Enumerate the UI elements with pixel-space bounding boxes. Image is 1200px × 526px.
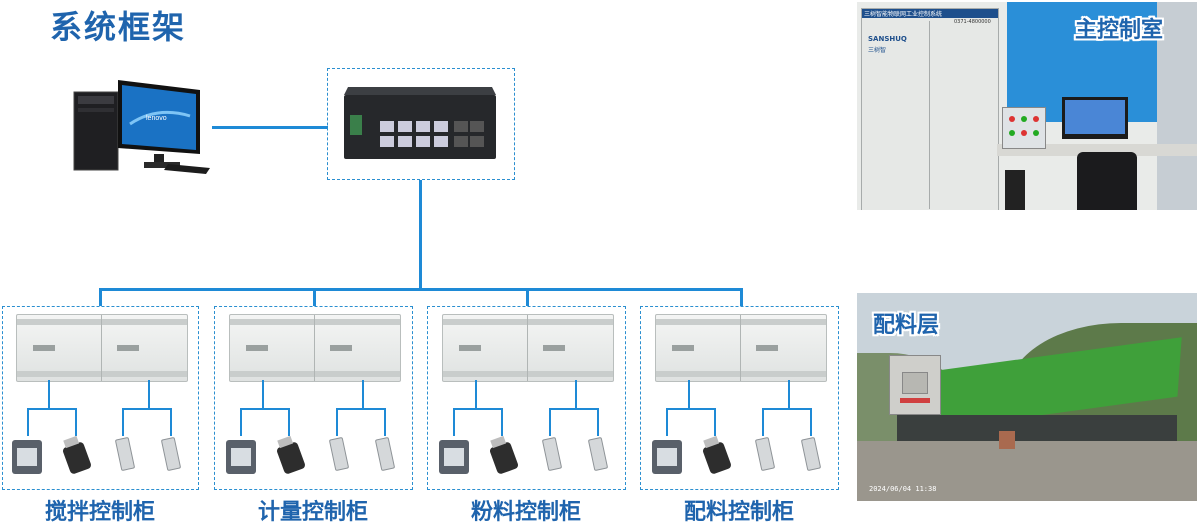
branch-b2 (384, 408, 386, 436)
contactor-icon (226, 440, 256, 474)
control-room-label: 主控制室 (1075, 18, 1164, 43)
link-pc-switch (212, 126, 328, 129)
cabinet-box-batching (640, 306, 839, 490)
pc-tower-photo (1005, 170, 1025, 210)
branch-a (27, 408, 77, 410)
weigh-box (999, 431, 1015, 449)
cabinet-label: 配料控制柜 (683, 500, 794, 525)
branch-b (336, 408, 386, 410)
monitor (1062, 97, 1128, 139)
pc-workstation: lenovo (72, 76, 212, 176)
cabinet-banner-bar (862, 9, 998, 18)
batching-layer-label: 配料层 (873, 313, 940, 338)
branch-b2 (170, 408, 172, 436)
plc-module (229, 314, 401, 382)
operator-panel (1002, 107, 1046, 149)
conveyor-frame (897, 415, 1177, 441)
switch-box (327, 68, 515, 180)
plc-link-a (475, 380, 477, 410)
plc-link-b (148, 380, 150, 410)
contactor-icon (12, 440, 42, 474)
batching-plant-photo: 2024/06/04 11:38 配料层 (857, 293, 1197, 501)
branch-b (549, 408, 599, 410)
plc-link-a (262, 380, 264, 410)
branch-b1 (336, 408, 338, 436)
branch-b2 (597, 408, 599, 436)
cabinet-brand: SANSHUQ (868, 35, 907, 43)
branch-b1 (762, 408, 764, 436)
trunk-horizontal (99, 288, 743, 291)
branch-b1 (549, 408, 551, 436)
branch-a (240, 408, 290, 410)
branch-a1 (27, 408, 29, 436)
pc-tower (73, 91, 119, 171)
control-cabinet: 三树智能物联网工业控制系统 0371-4800000 SANSHUQ 三树智 (861, 8, 999, 210)
plc-module (442, 314, 614, 382)
network-switch (340, 85, 502, 165)
cabinet-label: 粉料控制柜 (470, 500, 581, 525)
branch-a2 (501, 408, 503, 436)
branch-a2 (288, 408, 290, 436)
cabinet-door-seam (929, 21, 930, 209)
branch-b (762, 408, 812, 410)
cabinet-label: 计量控制柜 (257, 500, 368, 525)
field-cabinet (889, 355, 941, 415)
ground (857, 441, 1197, 501)
drop-4 (740, 288, 743, 306)
branch-b1 (122, 408, 124, 436)
cabinet-phone-text: 0371-4800000 (954, 19, 991, 25)
plc-module (16, 314, 188, 382)
chair (1077, 152, 1137, 210)
cabinet-banner-text: 三树智能物联网工业控制系统 (864, 11, 943, 18)
window (1157, 2, 1197, 210)
pc-keyboard (164, 164, 210, 174)
branch-a1 (240, 408, 242, 436)
branch-a2 (75, 408, 77, 436)
plc-module (655, 314, 827, 382)
drop-1 (99, 288, 102, 306)
branch-a1 (666, 408, 668, 436)
pc-brand-text: lenovo (146, 115, 167, 122)
cabinet-box-mixing (2, 306, 199, 490)
plc-link-b (575, 380, 577, 410)
branch-b2 (810, 408, 812, 436)
photo-timestamp: 2024/06/04 11:38 (869, 485, 937, 493)
branch-a (666, 408, 716, 410)
cabinet-label: 搅拌控制柜 (44, 500, 155, 525)
plc-link-b (362, 380, 364, 410)
branch-b (122, 408, 172, 410)
drop-3 (526, 288, 529, 306)
ethernet-ports (380, 121, 448, 147)
cabinet-box-powder (427, 306, 626, 490)
plc-link-b (788, 380, 790, 410)
page-title: 系统框架 (50, 8, 187, 46)
branch-a (453, 408, 503, 410)
control-room-photo: 三树智能物联网工业控制系统 0371-4800000 SANSHUQ 三树智 主… (857, 2, 1197, 210)
trunk-vertical (419, 180, 422, 290)
drop-2 (313, 288, 316, 306)
branch-a1 (453, 408, 455, 436)
plc-link-a (48, 380, 50, 410)
contactor-icon (652, 440, 682, 474)
branch-a2 (714, 408, 716, 436)
pc-monitor (118, 80, 200, 168)
cabinet-brand-cn: 三树智 (868, 47, 887, 54)
desk (997, 144, 1197, 156)
cabinet-box-weighing (214, 306, 413, 490)
plc-link-a (688, 380, 690, 410)
fiber-ports (454, 121, 484, 147)
contactor-icon (439, 440, 469, 474)
